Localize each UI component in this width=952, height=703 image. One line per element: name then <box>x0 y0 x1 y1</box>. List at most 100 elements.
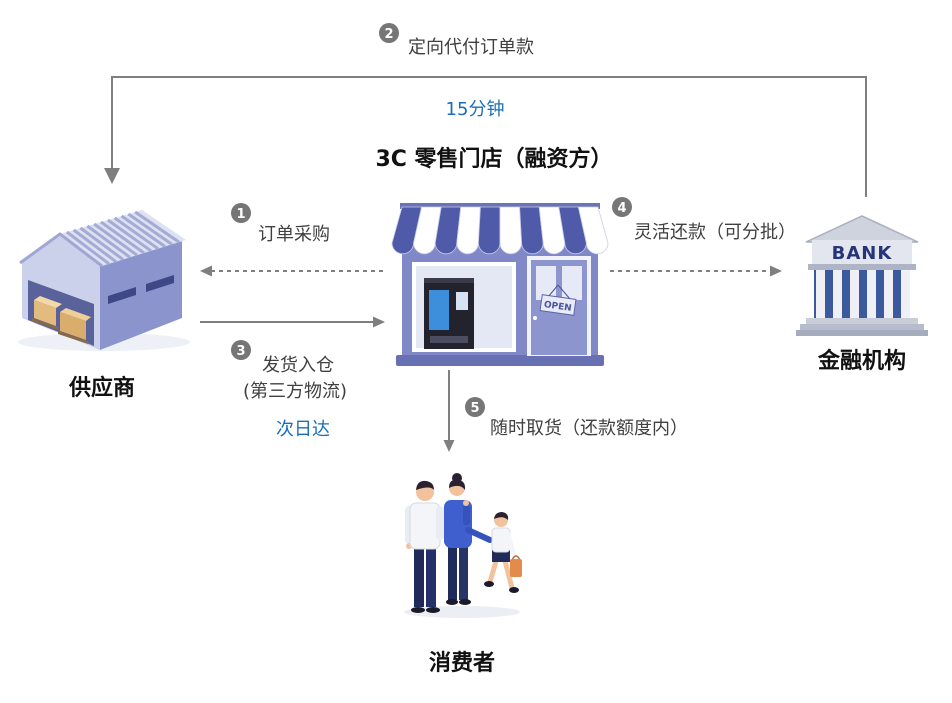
door-handle <box>533 316 537 320</box>
child-leg <box>487 558 499 585</box>
man-leg <box>414 545 424 607</box>
roof-stripe <box>113 216 159 250</box>
woman-raised-arm <box>463 505 470 525</box>
roof-stripe <box>79 226 124 261</box>
bank-step <box>796 330 928 336</box>
awning-stripe <box>577 206 609 255</box>
payment-loop-line <box>111 76 867 197</box>
warehouse-icon <box>18 210 190 351</box>
child-arm <box>505 531 517 559</box>
pallet-box-top <box>60 308 91 321</box>
family-icon <box>404 473 522 618</box>
bank-pediment <box>805 215 919 243</box>
warehouse-side-wall <box>100 238 182 350</box>
roof-stripe <box>72 228 117 263</box>
man-shirt <box>409 502 441 550</box>
woman-shoe <box>446 599 458 605</box>
supplier-label: 供应商 <box>68 375 135 401</box>
roof-stripe <box>120 214 166 248</box>
bank-sign-text: BANK <box>832 243 893 264</box>
bank-column <box>867 270 876 318</box>
bank-building-icon: BANK <box>796 215 928 336</box>
woman-leg <box>448 545 457 600</box>
step-2-note: 15分钟 <box>446 99 505 120</box>
bank-step <box>800 324 924 330</box>
roof-stripe <box>134 210 180 244</box>
awning-stripe <box>456 206 481 255</box>
bank-architrave <box>808 264 916 270</box>
store-base <box>396 355 604 366</box>
repayment-arrowhead <box>770 265 782 277</box>
woman-hair <box>449 479 466 490</box>
order-arrowhead <box>200 265 212 277</box>
man-hair <box>416 480 434 490</box>
open-sign-board <box>539 294 577 316</box>
awning <box>391 206 609 255</box>
woman-hand <box>463 500 469 506</box>
roof-stripe <box>100 220 145 255</box>
woman-shoe <box>459 599 471 605</box>
vending-machine-small-screen <box>456 292 468 310</box>
warehouse-gable-edge <box>19 232 103 268</box>
bank-label: 金融机构 <box>817 348 906 374</box>
step-1-number: 1 <box>236 207 245 222</box>
bank-column <box>816 270 825 318</box>
warehouse-window <box>146 275 174 292</box>
bag-handle <box>511 555 521 561</box>
step-5-number: 5 <box>470 401 479 416</box>
shipping-arrowhead <box>373 316 385 328</box>
man-shoe <box>426 607 440 613</box>
pallet-base <box>58 331 88 344</box>
vending-machine-slot <box>430 336 468 343</box>
bank-column <box>884 270 893 318</box>
open-sign: OPEN <box>539 294 577 316</box>
child-leg <box>502 558 515 591</box>
step-5-label: 随时取货（还款额度内） <box>490 418 688 439</box>
step-1-label: 订单采购 <box>258 224 330 245</box>
sign-string <box>557 284 571 300</box>
awning-top-bar <box>400 203 600 209</box>
storefront-icon: OPEN <box>391 203 609 366</box>
roof-stripe <box>106 218 152 253</box>
open-sign-text: OPEN <box>543 300 572 314</box>
roof-stripe <box>86 224 131 259</box>
roof-stripe <box>65 230 110 266</box>
bank-frieze <box>812 240 912 264</box>
pickup-arrowhead <box>443 440 455 452</box>
step-1-badge <box>231 203 251 223</box>
child-shoe <box>509 587 519 593</box>
bank-column <box>833 270 842 318</box>
sign-string <box>547 284 559 298</box>
awning-stripe <box>499 206 523 255</box>
child-shoe <box>484 581 494 587</box>
pallet-box-top <box>34 296 62 308</box>
man-leg <box>426 545 436 607</box>
step-3-sublabel: (第三方物流) <box>243 381 347 402</box>
roof-stripe <box>93 222 138 257</box>
step-2-badge <box>379 23 399 43</box>
bank-step <box>806 318 918 324</box>
pallet-box <box>34 300 56 326</box>
step-4-badge <box>612 197 632 217</box>
bank-back-wall <box>814 270 910 318</box>
man-shoe <box>411 607 425 613</box>
woman-leg <box>459 545 468 600</box>
step-3-number: 3 <box>236 344 245 359</box>
step-4-label: 灵活还款（可分批） <box>634 222 796 243</box>
door-window-left <box>536 266 556 300</box>
woman-arm-to-child <box>465 527 493 543</box>
vending-machine-icon <box>424 278 474 349</box>
bank-column <box>901 270 910 318</box>
child-hair <box>494 512 509 520</box>
man-arm <box>436 506 444 540</box>
step-2-number: 2 <box>384 27 393 42</box>
step-3-note: 次日达 <box>276 419 330 440</box>
pallet-base <box>32 318 58 330</box>
pallet-box <box>60 312 86 340</box>
step-3-label: 发货入仓 <box>262 355 334 376</box>
awning-stripe <box>477 206 501 255</box>
door-window-right <box>562 266 582 300</box>
step-3-badge <box>231 340 251 360</box>
bank-column <box>850 270 859 318</box>
